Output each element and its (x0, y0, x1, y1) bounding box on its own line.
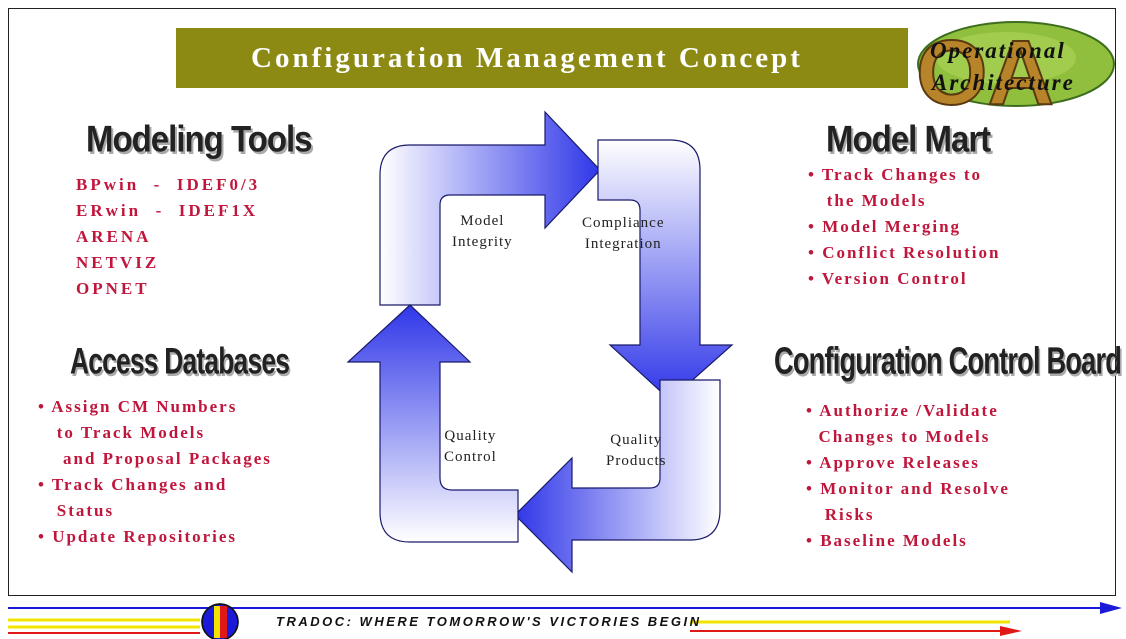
modeling-tools-list: BPwin - IDEF0/3 ERwin - IDEF1X ARENA NET… (76, 172, 260, 302)
label-quality-products: Quality Products (606, 432, 667, 469)
label-compliance-integration: Compliance Integration (582, 215, 665, 252)
footer-slogan: TRADOC: WHERE TOMORROW'S VICTORIES BEGIN (276, 614, 702, 629)
list-item: OPNET (76, 279, 150, 298)
footer-stripes (8, 602, 1122, 639)
model-mart-list: • Track Changes to the Models • Model Me… (808, 162, 1000, 292)
list-item: • Conflict Resolution (808, 243, 1001, 262)
cycle-diagram (346, 110, 734, 574)
arrow-quality-products (514, 379, 721, 574)
list-item: and Proposal Packages (38, 449, 272, 468)
footer-arrow-blue-icon (1100, 602, 1122, 614)
list-item: • Monitor and Resolve (806, 479, 1010, 498)
list-item: Changes to Models (806, 427, 991, 446)
logo-line-1: Operational (930, 38, 1066, 63)
arrow-quality-control (346, 304, 519, 543)
list-item: Status (38, 501, 115, 520)
tradoc-emblem-icon (201, 603, 239, 639)
list-item: Risks (806, 505, 875, 524)
list-item: • Authorize /Validate (806, 401, 999, 420)
heading-configuration-control-board: Configuration Control Board (774, 340, 1122, 383)
list-item: • Track Changes to (808, 165, 983, 184)
access-databases-list: • Assign CM Numbers to Track Models and … (38, 394, 272, 550)
logo-line-2: Architecture (932, 70, 1075, 95)
ccb-list: • Authorize /Validate Changes to Models … (806, 398, 1010, 554)
list-item: • Version Control (808, 269, 968, 288)
oa-logo-icon: OA (915, 21, 1115, 125)
list-item: • Update Repositories (38, 527, 238, 546)
list-item: • Model Merging (808, 217, 962, 236)
heading-model-mart: Model Mart (826, 118, 991, 160)
list-item: • Assign CM Numbers (38, 397, 238, 416)
list-item: ARENA (76, 227, 152, 246)
footer-arrow-red-icon (1000, 626, 1022, 636)
list-item: • Baseline Models (806, 531, 968, 550)
list-item: ERwin - IDEF1X (76, 201, 259, 220)
list-item: • Track Changes and (38, 475, 228, 494)
label-quality-control: Quality Control (444, 428, 497, 465)
logo-mark: OA (916, 22, 1054, 112)
arrow-model-integrity (379, 110, 601, 306)
oa-logo: OA Operational Architecture (898, 18, 1116, 125)
arrow-compliance-integration (597, 139, 734, 401)
list-item: • Approve Releases (806, 453, 980, 472)
list-item: BPwin - IDEF0/3 (76, 175, 261, 194)
heading-access-databases: Access Databases (70, 340, 290, 382)
label-model-integrity: Model Integrity (452, 213, 513, 250)
slide-frame (8, 8, 1116, 596)
list-item: the Models (808, 191, 927, 210)
list-item: NETVIZ (76, 253, 160, 272)
page-title: Configuration Management Concept (176, 28, 908, 88)
heading-modeling-tools: Modeling Tools (86, 118, 313, 160)
list-item: to Track Models (38, 423, 206, 442)
